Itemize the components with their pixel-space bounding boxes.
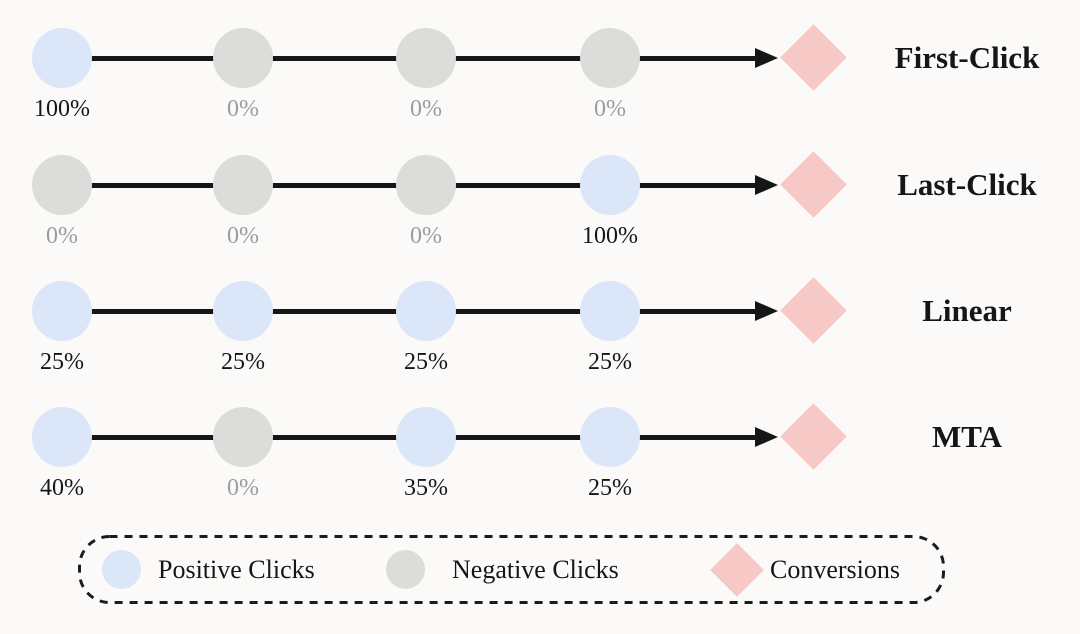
negative-click-node (32, 155, 92, 215)
legend-label-conversions: Conversions (770, 555, 900, 584)
negative-click-node (396, 28, 456, 88)
negative-clicks-legend-swatch (386, 550, 425, 589)
positive-click-node (32, 28, 92, 88)
row-label: Last-Click (897, 167, 1037, 202)
positive-click-node (32, 407, 92, 467)
arrowhead-icon (755, 48, 778, 68)
credit-label: 0% (410, 96, 442, 122)
arrowhead-icon (755, 175, 778, 195)
positive-click-node (580, 155, 640, 215)
legend-label-positive-clicks: Positive Clicks (158, 555, 315, 584)
credit-label: 25% (588, 349, 632, 375)
credit-label: 25% (404, 349, 448, 375)
positive-click-node (396, 407, 456, 467)
credit-label: 25% (221, 349, 265, 375)
legend: Positive Clicks Negative Clicks Conversi… (78, 535, 945, 604)
arrowhead-icon (755, 427, 778, 447)
row-label: First-Click (894, 40, 1040, 75)
row-label: MTA (931, 419, 1003, 454)
positive-clicks-legend-swatch (102, 550, 141, 589)
credit-label: 0% (46, 223, 78, 249)
legend-border (78, 535, 945, 604)
credit-label: 35% (404, 475, 448, 501)
credit-label: 100% (34, 96, 90, 122)
negative-click-node (580, 28, 640, 88)
credit-label: 40% (40, 475, 84, 501)
arrowhead-icon (755, 301, 778, 321)
credit-label: 25% (588, 475, 632, 501)
conversion-diamond (780, 403, 847, 470)
negative-click-node (213, 28, 273, 88)
credit-label: 100% (582, 223, 638, 249)
positive-click-node (213, 281, 273, 341)
credit-label: 0% (227, 96, 259, 122)
credit-label: 0% (410, 223, 442, 249)
credit-label: 0% (594, 96, 626, 122)
legend-label-negative-clicks: Negative Clicks (452, 555, 619, 584)
credit-label: 0% (227, 223, 259, 249)
credit-label: 25% (40, 349, 84, 375)
positive-click-node (580, 407, 640, 467)
positive-click-node (32, 281, 92, 341)
negative-click-node (213, 407, 273, 467)
positive-click-node (396, 281, 456, 341)
negative-click-node (213, 155, 273, 215)
positive-click-node (580, 281, 640, 341)
negative-click-node (396, 155, 456, 215)
credit-label: 0% (227, 475, 259, 501)
row-label: Linear (922, 293, 1012, 328)
